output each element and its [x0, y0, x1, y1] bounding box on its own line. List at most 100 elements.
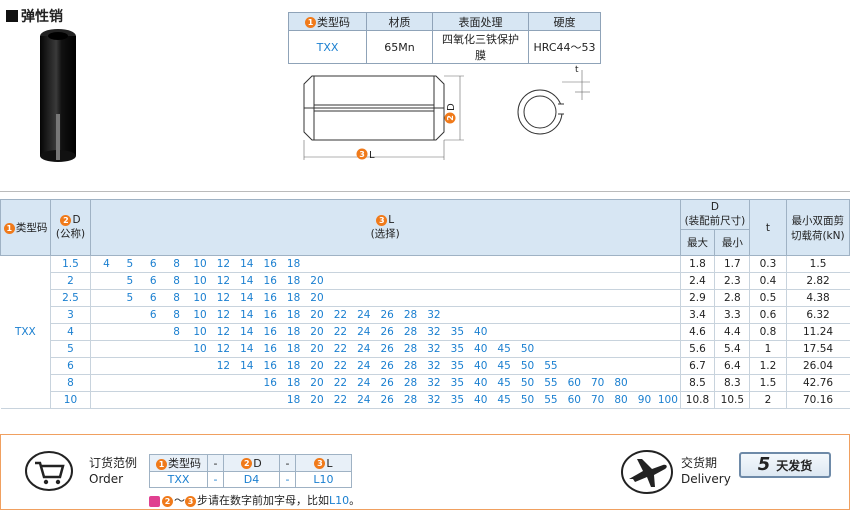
l-option: 28 — [403, 309, 418, 321]
l-option: 18 — [286, 258, 301, 270]
d-min-cell: 10.5 — [714, 391, 751, 409]
t-cell: 1.2 — [749, 357, 787, 375]
l-option: 20 — [310, 326, 324, 338]
l-option: 32 — [427, 326, 441, 338]
l-option: 14 — [240, 292, 254, 304]
l-option: 12 — [216, 258, 231, 270]
l-option: 16 — [263, 360, 277, 372]
shear-load-cell: 42.76 — [786, 374, 850, 392]
l-option: 8 — [173, 292, 180, 304]
shear-load-cell: 4.38 — [786, 289, 850, 307]
l-option: 40 — [474, 326, 488, 338]
t-cell: 0.4 — [749, 272, 787, 290]
l-option: 32 — [427, 377, 441, 389]
t-cell: 0.3 — [749, 255, 787, 273]
t-cell: 0.8 — [749, 323, 787, 341]
d-nominal-cell: 10 — [50, 391, 91, 409]
l-option: 32 — [427, 360, 441, 372]
header-d-min: 最小 — [714, 229, 751, 256]
l-option: 40 — [474, 360, 488, 372]
t-cell: 2 — [749, 391, 787, 409]
l-option: 18 — [286, 309, 301, 321]
t-cell: 0.5 — [749, 289, 787, 307]
l-option: 10 — [193, 258, 207, 270]
d-min-cell: 8.3 — [714, 374, 751, 392]
d-min-cell: 3.3 — [714, 306, 751, 324]
t-cell: 1.5 — [749, 374, 787, 392]
d-min-cell: 1.7 — [714, 255, 751, 273]
l-option: 18 — [286, 292, 301, 304]
d-nominal-cell: 2.5 — [50, 289, 91, 307]
d-nominal-cell: 5 — [50, 340, 91, 358]
l-option: 18 — [286, 360, 301, 372]
type-code-cell: TXX — [0, 255, 52, 409]
d-min-cell: 5.4 — [714, 340, 751, 358]
d-nominal-cell: 6 — [50, 357, 91, 375]
l-option: 45 — [497, 343, 511, 355]
d-max-cell: 8.5 — [680, 374, 716, 392]
l-option: 32 — [427, 394, 441, 406]
header-t: t — [749, 199, 787, 256]
l-option: 40 — [474, 394, 488, 406]
d-max-cell: 3.4 — [680, 306, 716, 324]
l-option: 12 — [216, 343, 231, 355]
l-option: 14 — [240, 309, 254, 321]
header-d-max: 最大 — [679, 229, 716, 256]
l-option: 26 — [380, 326, 394, 338]
spec-header-surface: 表面处理 — [432, 12, 529, 31]
l-option: 5 — [126, 292, 134, 304]
order-value-sep: - — [207, 471, 224, 488]
airplane-icon — [621, 450, 673, 494]
l-option: 12 — [216, 275, 231, 287]
l-option: 14 — [240, 326, 254, 338]
l-option: 4 — [103, 258, 110, 270]
l-option: 10 — [193, 343, 207, 355]
spec-material-value: 65Mn — [366, 30, 433, 64]
l-option: 28 — [403, 343, 418, 355]
shear-load-cell: 6.32 — [786, 306, 850, 324]
l-option: 5 — [126, 258, 134, 270]
l-option: 60 — [567, 394, 581, 406]
l-option: 35 — [450, 326, 465, 338]
l-option: 20 — [310, 309, 324, 321]
l-option: 10 — [193, 309, 207, 321]
l-option: 16 — [263, 275, 277, 287]
l-option: 12 — [216, 309, 231, 321]
l-option: 45 — [497, 360, 511, 372]
l-option: 28 — [403, 326, 418, 338]
d-max-cell: 10.8 — [680, 391, 716, 409]
d-min-cell: 6.4 — [714, 357, 751, 375]
d-min-cell: 2.3 — [714, 272, 751, 290]
l-option: 45 — [497, 394, 511, 406]
l-option: 10 — [193, 292, 207, 304]
l-option: 10 — [193, 275, 207, 287]
d-nominal-cell: 8 — [50, 374, 91, 392]
l-option: 60 — [567, 377, 581, 389]
l-option: 32 — [427, 343, 441, 355]
l-option: 90 — [637, 394, 652, 406]
l-option: 35 — [450, 360, 465, 372]
l-option: 22 — [333, 343, 348, 355]
l-option: 80 — [614, 377, 628, 389]
d-nominal-cell: 2 — [50, 272, 91, 290]
l-option: 50 — [520, 343, 535, 355]
l-option: 22 — [333, 326, 348, 338]
technical-drawing: 2 D 3 L t — [303, 65, 590, 161]
spec-hardness-value: HRC44～53 — [528, 30, 601, 64]
